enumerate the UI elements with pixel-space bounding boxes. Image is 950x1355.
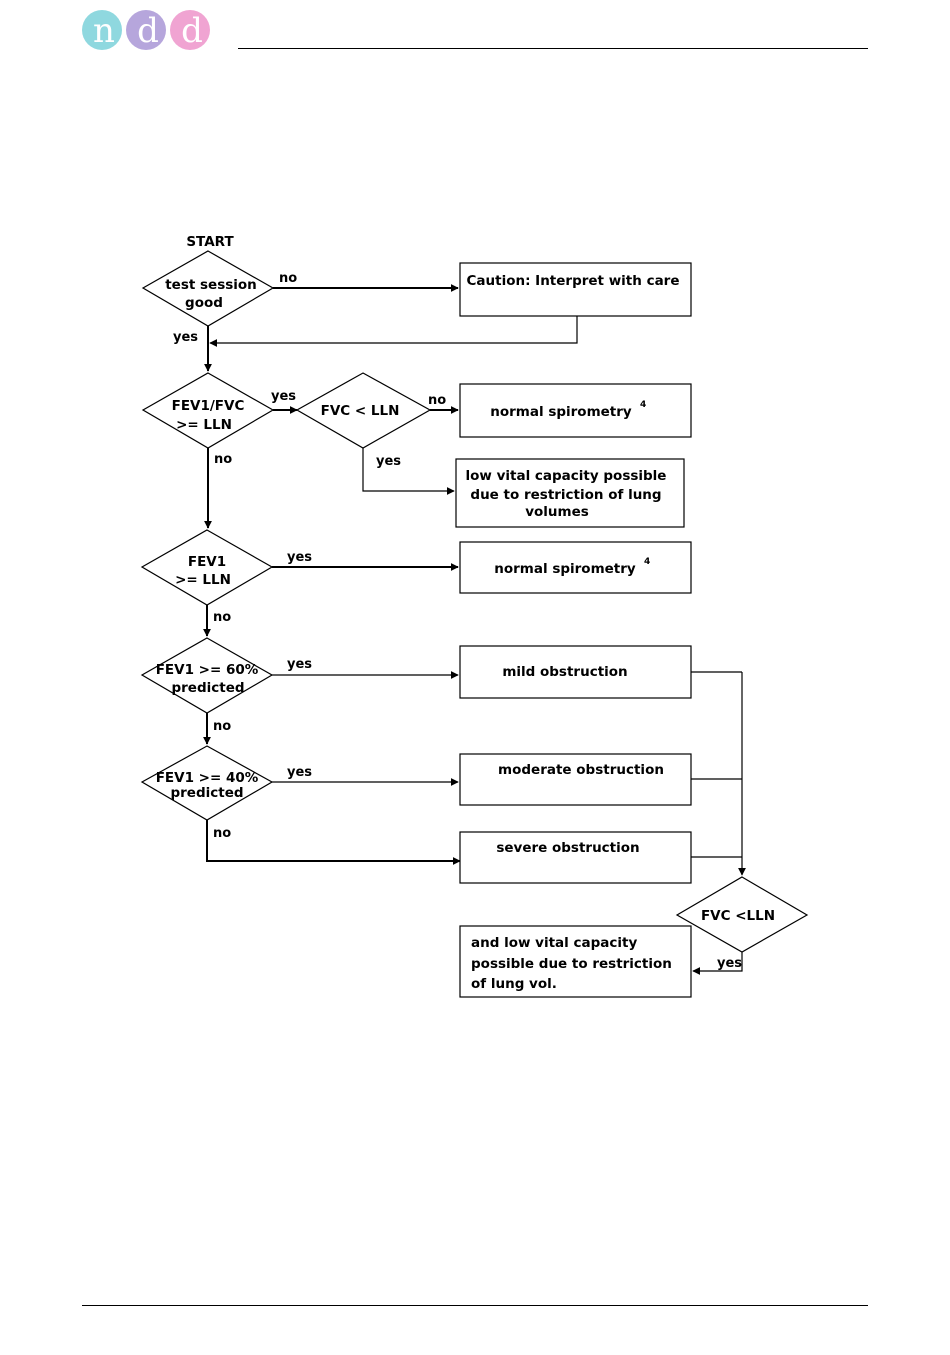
- outcome-normal-1-text: normal spirometry: [490, 404, 632, 420]
- decision-test-session-line-2: good: [185, 295, 223, 311]
- decision-fev1-line-2: >= LLN: [175, 572, 231, 588]
- edge-label-session-yes: yes: [173, 330, 198, 345]
- edge-caution-return: [209, 316, 578, 347]
- edge-label-ratio-yes: yes: [271, 389, 296, 404]
- decision-fev1-60-line-1: FEV1 >= 60%: [156, 662, 259, 678]
- edge-label-fev60-yes: yes: [287, 657, 312, 672]
- decision-fev1-40-line-1: FEV1 >= 40%: [156, 770, 259, 786]
- decision-test-session: test session good: [141, 250, 275, 327]
- logo-circle-d1: [126, 10, 166, 50]
- header-rule: [238, 48, 868, 49]
- outcome-severe-text: severe obstruction: [496, 840, 639, 856]
- ndd-logo: n d d: [82, 10, 210, 51]
- outcome-moderate-text: moderate obstruction: [498, 762, 664, 778]
- outcome-low-vital-2-line-1: and low vital capacity: [471, 935, 637, 951]
- edge-label-fev40-yes: yes: [287, 765, 312, 780]
- outcome-caution: Caution: Interpret with care: [459, 262, 692, 317]
- edge-label-session-no: no: [279, 271, 297, 286]
- edge-label-fvc2-yes: yes: [717, 956, 742, 971]
- logo-circle-n: [82, 10, 122, 50]
- decision-fvc-lln-1-line-1: FVC < LLN: [321, 403, 400, 419]
- decision-fvc-lln-2: FVC <LLN: [675, 876, 809, 953]
- logo-letter-d2: d: [181, 11, 203, 51]
- outcome-severe-obstruction: severe obstruction: [459, 831, 692, 884]
- edge-label-ratio-no: no: [214, 452, 232, 467]
- decision-fev1-fvc-line-1: FEV1/FVC: [172, 398, 245, 414]
- outcome-normal-spirometry-2: normal spirometry 4: [459, 541, 692, 594]
- decision-fev1-40-predicted: FEV1 >= 40% predicted: [140, 745, 274, 821]
- decision-fev1-lln: FEV1 >= LLN: [140, 529, 274, 606]
- start-label: START: [186, 234, 234, 250]
- decision-fev1-fvc-line-2: >= LLN: [176, 417, 232, 433]
- decision-fvc-lln-1: FVC < LLN: [295, 372, 432, 449]
- outcome-normal-spirometry-1: normal spirometry 4: [459, 383, 692, 438]
- outcome-normal-1-footnote: 4: [640, 400, 646, 410]
- logo-circle-d2: [170, 10, 210, 50]
- outcome-low-vital-capacity-2: and low vital capacity possible due to r…: [459, 925, 692, 998]
- footer-rule: [82, 1305, 868, 1306]
- edge-label-fvc1-yes: yes: [376, 454, 401, 469]
- outcome-low-vital-2-line-2: possible due to restriction: [471, 956, 672, 972]
- outcome-low-vital-1-line-1: low vital capacity possible: [466, 468, 667, 484]
- decision-fev1-60-predicted: FEV1 >= 60% predicted: [140, 637, 274, 714]
- outcome-mild-text: mild obstruction: [502, 664, 627, 680]
- edge-label-fvc1-no: no: [428, 393, 446, 408]
- decision-fev1-fvc-ratio: FEV1/FVC >= LLN: [141, 372, 275, 449]
- decision-fev1-60-line-2: predicted: [171, 680, 244, 696]
- logo-letter-d1: d: [137, 11, 159, 51]
- outcome-caution-text: Caution: Interpret with care: [466, 273, 679, 289]
- outcome-low-vital-2-line-3: of lung vol.: [471, 976, 557, 992]
- logo-letter-n: n: [93, 11, 115, 51]
- edge-label-fev60-no: no: [213, 719, 231, 734]
- edge-fev40-no: [206, 820, 461, 865]
- decision-fvc-lln-2-line-1: FVC <LLN: [701, 908, 775, 924]
- edge-label-fev1-yes: yes: [287, 550, 312, 565]
- edge-fvc2-yes: [692, 952, 743, 975]
- outcome-moderate-obstruction: moderate obstruction: [459, 753, 692, 806]
- edge-labels: no yes yes no no yes yes no yes no yes n…: [173, 271, 742, 971]
- outcome-mild-obstruction: mild obstruction: [459, 645, 692, 699]
- decision-fev1-line-1: FEV1: [188, 554, 226, 570]
- connectors: [203, 284, 746, 975]
- outcome-low-vital-1-line-2: due to restriction of lung: [470, 487, 661, 503]
- edge-label-fev40-no: no: [213, 826, 231, 841]
- edge-label-fev1-no: no: [213, 610, 231, 625]
- edge-fvc1-yes: [362, 448, 455, 495]
- outcome-low-vital-1-line-3: volumes: [525, 504, 589, 520]
- decision-test-session-line-1: test session: [165, 277, 257, 293]
- decision-fev1-40-line-2: predicted: [170, 785, 243, 801]
- outcome-normal-2-footnote: 4: [644, 557, 650, 567]
- outcome-normal-2-text: normal spirometry: [494, 561, 636, 577]
- outcome-low-vital-capacity-1: low vital capacity possible due to restr…: [455, 458, 685, 528]
